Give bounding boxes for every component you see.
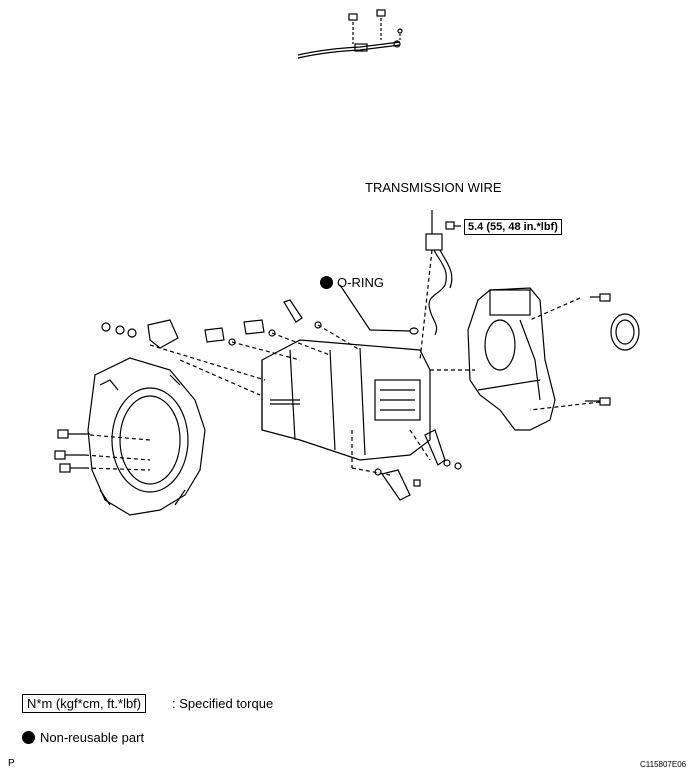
oil-seal <box>610 313 640 351</box>
transmission-case <box>261 339 431 461</box>
transmission-wire-label: TRANSMISSION WIRE <box>365 180 502 195</box>
torque-spec-box: 5.4 (55, 48 in.*lbf) <box>464 219 562 235</box>
left-sensors <box>101 299 322 349</box>
legend-non-reusable-text: Non-reusable part <box>40 730 145 745</box>
transmission-wire-connector <box>425 210 461 336</box>
legend-non-reusable-dot <box>22 731 35 744</box>
o-ring-label: O-RING <box>337 275 384 290</box>
bottom-linkage <box>374 429 462 501</box>
legend-torque-unit: N*m (kgf*cm, ft.*lbf) <box>22 694 147 713</box>
bell-housing <box>87 357 206 516</box>
figure-id: C115807E06 <box>640 760 687 769</box>
bell-housing-bolts <box>54 429 90 473</box>
top-wire-harness <box>297 9 403 59</box>
o-ring-part <box>339 284 419 335</box>
legend-torque-desc: : Specified torque <box>172 696 274 711</box>
page-marker: P <box>8 758 15 769</box>
extension-bolts <box>585 293 611 406</box>
non-reusable-dot <box>320 276 333 289</box>
extension-housing <box>467 287 556 431</box>
